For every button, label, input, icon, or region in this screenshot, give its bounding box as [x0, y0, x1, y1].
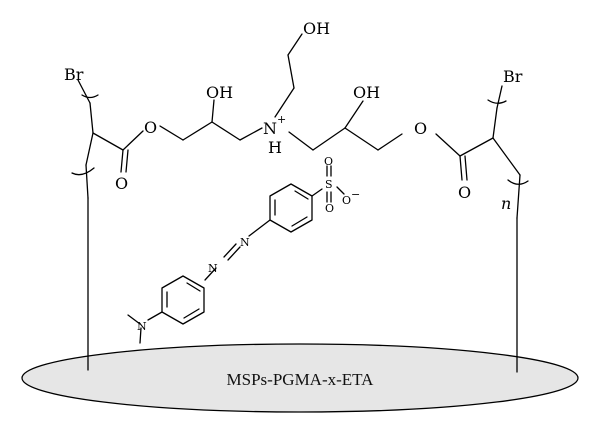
plus-sign: + [277, 113, 286, 126]
oh-left-label: OH [206, 83, 233, 102]
right-bracket-top [487, 99, 507, 104]
o-carbonyl-left-label: O [115, 174, 128, 193]
upper-benzene-ring [269, 183, 313, 233]
minus-sign: − [351, 188, 360, 201]
br-left-label: Br [64, 65, 84, 84]
left-bracket-bottom [71, 167, 95, 176]
azo-n1-label: N [240, 236, 250, 249]
repeat-n-label: n [501, 194, 511, 213]
left-chain-bonds [77, 79, 124, 371]
n-plus-label: N [263, 119, 277, 138]
lower-benzene-ring [161, 275, 205, 325]
particle-ellipse [21, 343, 579, 413]
left-ester-bonds [120, 99, 263, 173]
sulfonate-bonds [311, 165, 345, 203]
s-sulfonate-label: S [325, 178, 333, 191]
right-chain-bonds [492, 85, 521, 373]
o-sulfonate-top-label: O [324, 155, 333, 168]
oh-right-label: OH [353, 83, 380, 102]
o-ester-right-label: O [414, 119, 427, 138]
o-carbonyl-right-label: O [458, 183, 471, 202]
left-bracket-top [81, 94, 99, 99]
hydroxyethyl-bonds [274, 33, 303, 118]
h-on-n-label: H [268, 138, 282, 157]
particle-label: MSPs-PGMA-x-ETA [227, 370, 375, 389]
o-sulfonate-bottom-label: O [325, 202, 334, 215]
azo-bonds [204, 219, 271, 281]
o-sulfonate-neg-label: O [342, 194, 351, 207]
azo-n2-label: N [208, 262, 218, 275]
right-ester-bonds [288, 100, 494, 181]
dimethylamino-bonds [127, 311, 163, 344]
o-ester-left-label: O [144, 118, 157, 137]
oh-top-label: OH [303, 19, 330, 38]
br-right-label: Br [503, 67, 523, 86]
amine-n-label: N [137, 320, 147, 333]
right-bracket-bottom [507, 179, 529, 185]
